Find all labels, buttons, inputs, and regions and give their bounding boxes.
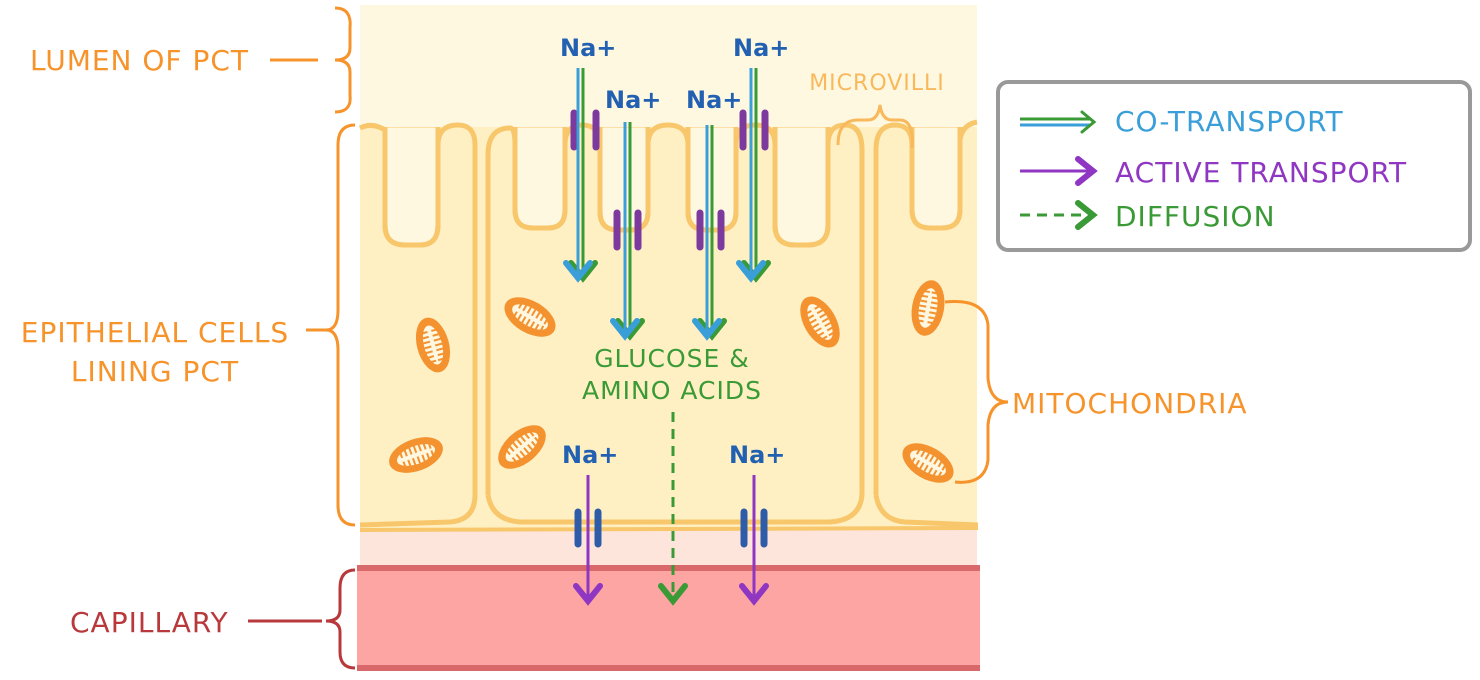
capillary-bracket (325, 568, 356, 670)
interstitial-region (360, 528, 977, 568)
epithelial-bracket (325, 123, 356, 527)
legend-active-transport: ACTIVE TRANSPORT (1115, 156, 1407, 189)
capillary-label: CAPILLARY (70, 606, 229, 639)
epithelial-region (360, 125, 977, 530)
sodium-label: Na+ (562, 441, 618, 469)
active-transport-arrows (573, 475, 769, 606)
sodium-label: Na+ (560, 34, 616, 62)
sodium-label: Na+ (686, 86, 742, 114)
sodium-label: Na+ (605, 86, 661, 114)
lumen-bracket (334, 6, 352, 114)
legend-diffusion: DIFFUSION (1115, 200, 1276, 233)
epithelial-label-line1: EPITHELIAL CELLS (21, 316, 289, 349)
microvilli-bracket (836, 104, 914, 149)
mitochondria-label: MITOCHONDRIA (1012, 387, 1248, 420)
sodium-pump-channels (574, 508, 768, 548)
amino-acids-label: AMINO ACIDS (582, 376, 762, 405)
epithelial-label-line2: LINING PCT (71, 355, 239, 388)
legend-cotransport: CO-TRANSPORT (1115, 105, 1344, 138)
capillary-region (357, 568, 980, 668)
mitochondria-bracket (944, 299, 1009, 484)
sodium-label: Na+ (733, 34, 789, 62)
cotransport-channels (570, 109, 769, 251)
microvilli-label: MICROVILLI (809, 71, 945, 96)
lumen-label: LUMEN OF PCT (30, 44, 249, 77)
cotransport-arrows (563, 68, 771, 341)
glucose-label: GLUCOSE & (594, 344, 750, 373)
epithelial-cells (358, 119, 979, 528)
legend: CO-TRANSPORT ACTIVE TRANSPORT DIFFUSION (996, 80, 1472, 252)
sodium-label: Na+ (729, 441, 785, 469)
